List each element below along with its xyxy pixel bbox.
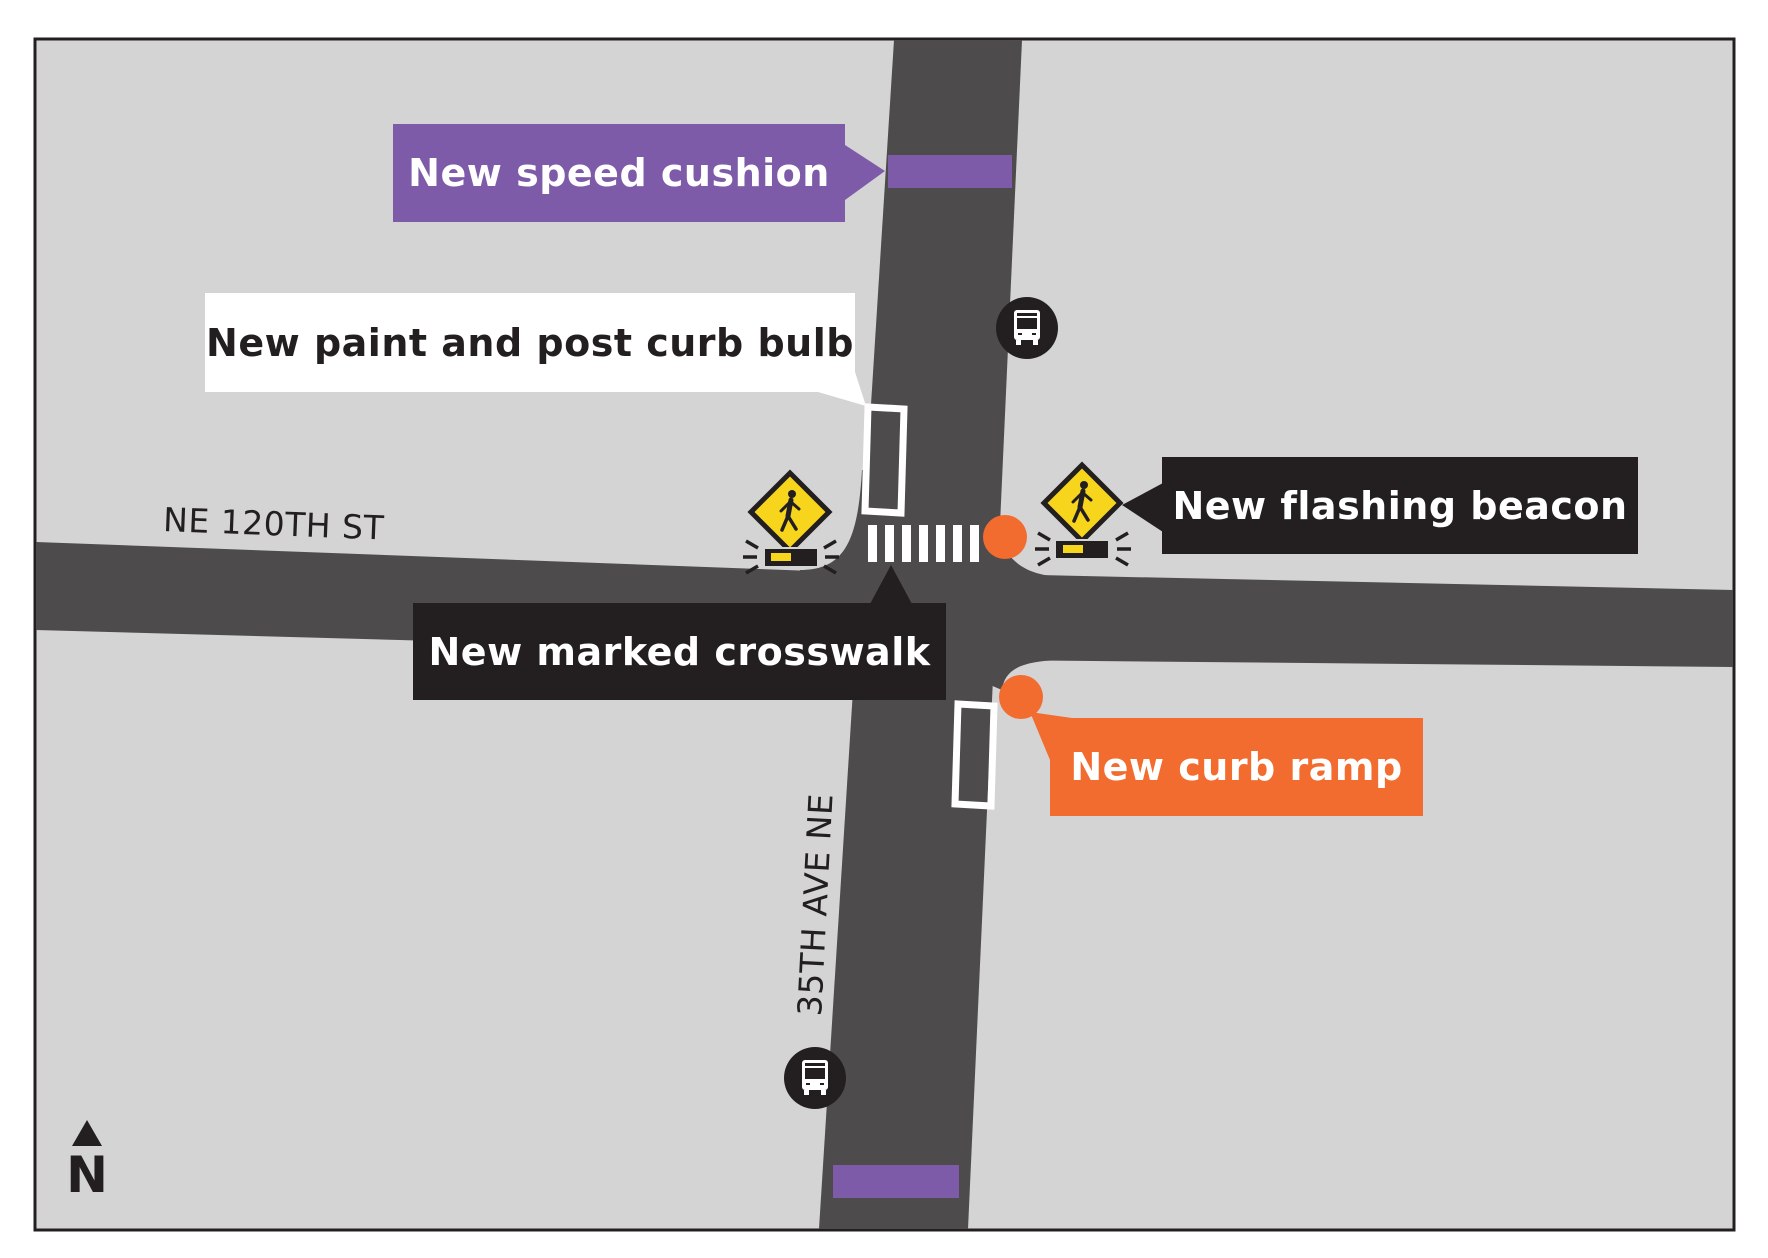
marked-crosswalk-label: New marked crosswalk <box>413 603 946 700</box>
bus-icon <box>784 1047 846 1109</box>
north-arrow-icon <box>72 1120 102 1146</box>
curb-ramp-se <box>999 675 1043 719</box>
flashing-beacon-icon <box>1035 461 1131 567</box>
north-arrow: N <box>64 1120 110 1200</box>
speed-cushion-pointer <box>845 124 885 222</box>
curb-bulb-north <box>861 403 908 517</box>
north-letter: N <box>66 1146 108 1204</box>
flashing-beacon-pointer <box>1122 483 1163 532</box>
speed-cushion-north <box>888 155 1012 188</box>
curb-ramp-label-text: New curb ramp <box>1070 745 1403 789</box>
flashing-beacon-label: New flashing beacon <box>1162 457 1638 554</box>
speed-cushion-label: New speed cushion <box>393 124 845 222</box>
marked-crosswalk <box>868 525 979 562</box>
crosswalk-pointer <box>870 565 912 604</box>
flashing-beacon-label-text: New flashing beacon <box>1172 483 1628 528</box>
curb-bulb-label-text: New paint and post curb bulb <box>206 320 854 365</box>
curb-ramp-ne <box>983 515 1027 559</box>
speed-cushion-south <box>833 1165 959 1198</box>
bus-icon <box>996 297 1058 359</box>
road-ne-120th-st-east <box>990 574 1733 667</box>
flashing-beacon-icon <box>743 469 839 575</box>
curb-ramp-label: New curb ramp <box>1050 718 1423 816</box>
curb-bulb-label: New paint and post curb bulb <box>205 293 855 392</box>
speed-cushion-label-text: New speed cushion <box>408 151 830 195</box>
marked-crosswalk-label-text: New marked crosswalk <box>428 629 931 674</box>
curb-bulb-south <box>951 700 998 810</box>
